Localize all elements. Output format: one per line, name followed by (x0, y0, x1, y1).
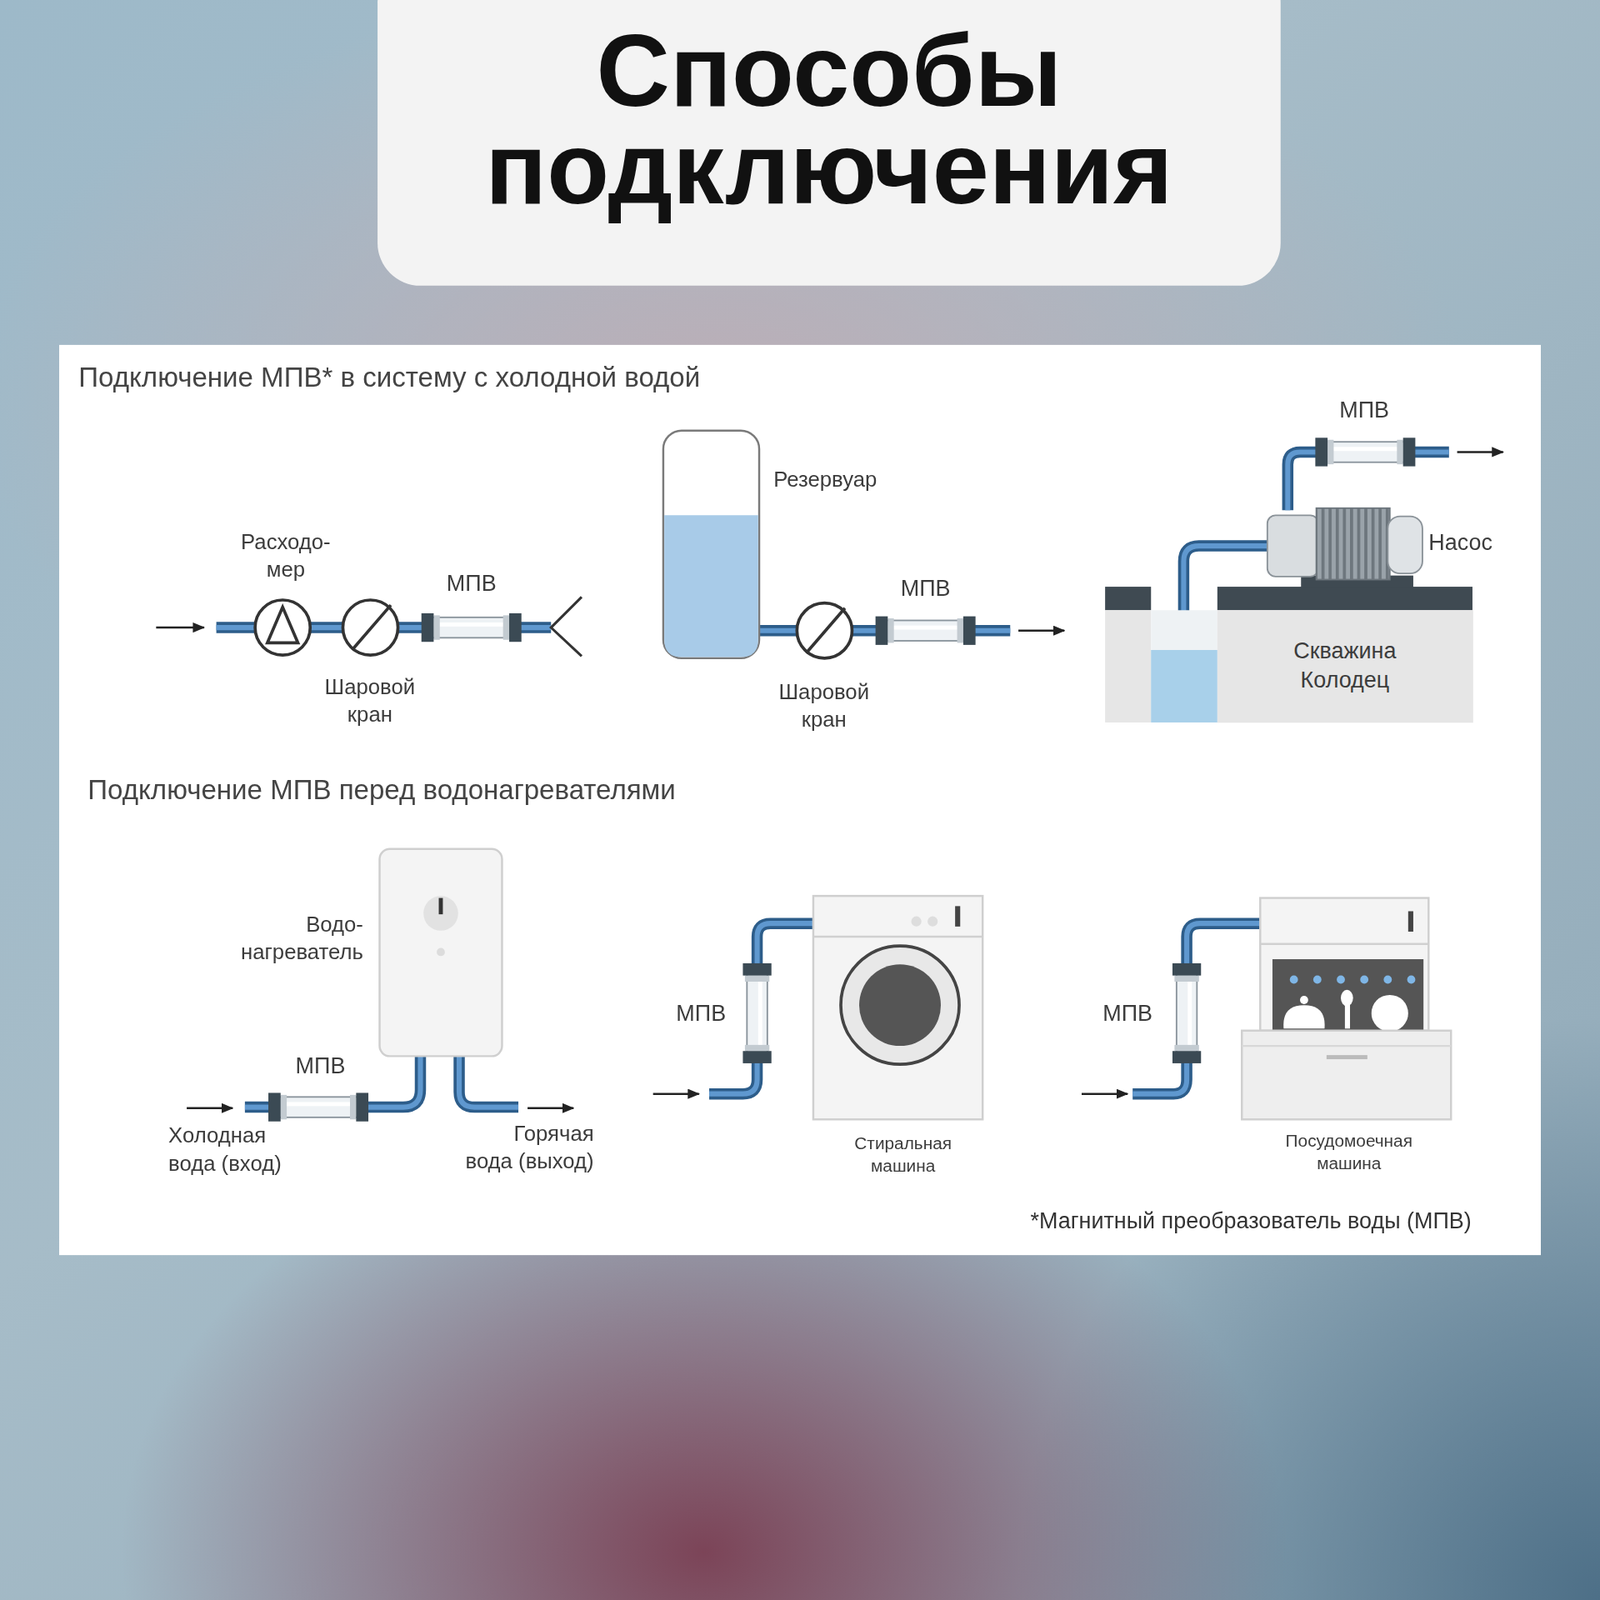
device-label: МПВ (663, 999, 740, 1029)
flow-label: Горячая вода (выход) (460, 1119, 594, 1175)
water-heater-part (436, 948, 445, 957)
dishwasher-part (1371, 995, 1409, 1032)
part-label: Резервуар (773, 465, 927, 493)
flow-label: Холодная вода (вход) (168, 1121, 296, 1178)
dishwasher-part-part (1313, 975, 1322, 985)
well-part (1150, 610, 1218, 723)
dishwasher-part-part (1360, 975, 1369, 985)
part-label: Шаровой кран (765, 677, 883, 734)
dishwasher-part (1300, 995, 1309, 1005)
ball-valve-symbol-part (805, 608, 845, 654)
device-label: МПВ (882, 574, 969, 604)
illustration-part (875, 616, 976, 645)
part-label: Посудомоечная машина (1272, 1130, 1426, 1176)
dishwasher-part-part (1290, 975, 1299, 985)
part-label: Водо- нагреватель (204, 910, 364, 966)
well-part (1105, 610, 1151, 723)
dishwasher-part (1241, 1045, 1451, 1047)
dishwasher-part (1241, 1030, 1451, 1120)
part-label: Расходо- мер (230, 527, 343, 584)
dishwasher-part (1408, 910, 1414, 931)
well (1105, 586, 1473, 723)
dishwasher-part (1326, 1055, 1368, 1060)
flowmeter-symbol (255, 600, 310, 655)
section-heading: Подключение МПВ* в систему с холодной во… (78, 360, 997, 396)
water-heater-part (380, 849, 503, 1057)
section-heading: Подключение МПВ перед водонагревателями (87, 772, 1006, 809)
tank-part (663, 430, 760, 659)
well-part (1150, 650, 1218, 723)
flowmeter-symbol-part (255, 600, 310, 655)
flow-arrows-part (527, 1107, 574, 1110)
illustration-part (1172, 963, 1201, 1064)
dishwasher-part-part (1407, 975, 1416, 985)
dishwasher-part-part (1383, 975, 1392, 985)
pump-part (1387, 516, 1423, 575)
flow-arrows-part (1457, 450, 1504, 453)
pump-part (1267, 515, 1319, 576)
pipes-part-part (459, 1055, 519, 1107)
washing-machine-part (813, 935, 983, 938)
washing-machine-part (910, 916, 921, 927)
ball-valve-symbol-part (351, 605, 391, 650)
washing-machine-part (859, 964, 941, 1046)
flow-arrows-part (1081, 1092, 1128, 1095)
illustration-part (742, 963, 771, 1064)
footnote: *Магнитный преобразователь воды (МПВ) (859, 1207, 1472, 1237)
node-text: Скважина Колодец (1278, 637, 1411, 696)
illustration-part (268, 1092, 369, 1121)
device-label: МПВ (428, 569, 515, 599)
washing-machine-part (955, 905, 960, 926)
device-label: МПВ (1321, 395, 1408, 425)
pump (1267, 508, 1423, 589)
water-heater-part (423, 895, 459, 931)
well-block: Скважина Колодец (1217, 610, 1473, 723)
device-label: МПВ (277, 1051, 364, 1081)
ball-valve-symbol-part (796, 603, 852, 659)
dishwasher-part-part (1336, 975, 1345, 985)
pipes-part-part (459, 1055, 519, 1107)
part-label: Стиральная машина (831, 1132, 975, 1178)
illustration-part (421, 613, 522, 642)
part-label: Насос (1428, 528, 1520, 558)
dishwasher-part (1260, 942, 1429, 945)
washing-machine (813, 895, 983, 1120)
faucet (550, 596, 582, 656)
part-label: Шаровой кран (310, 672, 429, 729)
flowmeter-symbol-part (267, 607, 299, 644)
illustration-part (1315, 437, 1415, 466)
flow-arrows-part (653, 1092, 700, 1095)
washing-machine-part (927, 916, 938, 927)
tank (663, 430, 760, 659)
dishwasher (1241, 898, 1451, 1120)
ball-valve-symbol-part (342, 600, 398, 655)
tank-part (664, 515, 759, 657)
flow-arrows-part (186, 1107, 233, 1110)
dishwasher-part (1340, 990, 1354, 1007)
well-part (1105, 586, 1151, 610)
page-title: Способы подключения (377, 22, 1281, 217)
faucet-part (550, 596, 582, 656)
ball-valve-symbol (342, 600, 852, 659)
water-heater-part (439, 898, 444, 915)
well-part (1217, 586, 1473, 610)
water-heater (380, 849, 503, 1057)
flow-arrows-part (1018, 630, 1065, 632)
flow-arrows-part (155, 626, 205, 629)
dishwasher-part (1290, 975, 1416, 985)
washing-machine-part (840, 945, 960, 1065)
washing-machine-part (813, 895, 983, 1120)
dishwasher-part (1283, 1005, 1325, 1029)
pump-part (1316, 508, 1390, 580)
device-label: МПВ (1090, 999, 1166, 1029)
